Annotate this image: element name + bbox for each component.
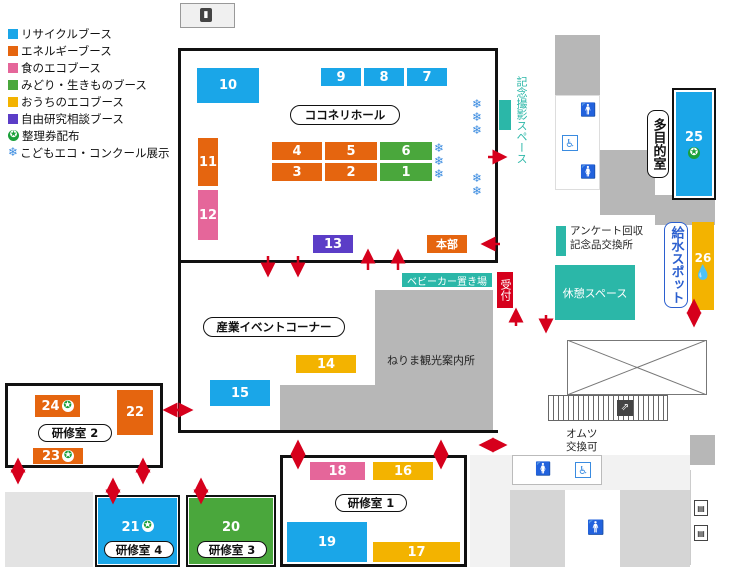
gray-block-center	[280, 385, 375, 430]
omutsu-label: オムツ 交換可	[566, 428, 598, 453]
water-drop-icon: 💧	[694, 265, 712, 281]
ticket-icon: ✪	[8, 130, 19, 141]
gray-block-right	[600, 150, 655, 215]
ticket-icon: ✪	[688, 146, 700, 159]
honbu[interactable]: 本部	[427, 235, 467, 253]
event-label: 産業イベントコーナー	[203, 317, 345, 337]
booth-9[interactable]: 9	[321, 68, 361, 86]
kenshu2-room	[5, 383, 163, 468]
booth-8[interactable]: 8	[364, 68, 404, 86]
booth-11[interactable]: 11	[198, 138, 218, 186]
gray-block-far-right	[690, 435, 715, 465]
elevator-icon-1: ▤	[694, 500, 708, 516]
legend-item-research: 自由研究相談ブース	[8, 110, 183, 127]
booth-19[interactable]: 19	[287, 522, 367, 562]
right-wall-panel	[690, 470, 720, 565]
accessible-toilet-icon-mid: ♿	[575, 462, 591, 478]
booth-2[interactable]: 2	[325, 163, 377, 181]
booth-17[interactable]: 17	[373, 542, 460, 562]
survey-bar	[556, 226, 566, 256]
booth-4[interactable]: 4	[272, 142, 322, 160]
kyukei[interactable]: 休憩スペース	[555, 265, 635, 320]
accessible-toilet-icon: ♿	[562, 135, 578, 151]
baby-car-area: ベビーカー置き場	[402, 273, 492, 288]
gray-block-left-bottom	[5, 492, 93, 567]
elevator-icon-2: ▤	[694, 525, 708, 541]
kenshu4-room	[95, 495, 180, 567]
booth-18[interactable]: 18	[310, 462, 365, 480]
booth-16[interactable]: 16	[373, 462, 433, 480]
snowflake-icon: ❄❄❄	[472, 97, 483, 137]
kinen-label: 記念撮影スペース	[515, 76, 528, 164]
booth-6[interactable]: 6	[380, 142, 432, 160]
booth-3[interactable]: 3	[272, 163, 322, 181]
booth-10[interactable]: 10	[197, 68, 259, 103]
legend-item-green: みどり・生きものブース	[8, 76, 183, 93]
booth-12[interactable]: 12	[198, 190, 218, 240]
booth-14[interactable]: 14	[296, 355, 356, 373]
toilet-box-mid	[512, 455, 602, 485]
kyusui-label[interactable]: 給水スポット	[664, 222, 688, 308]
survey-label: アンケート回収 記念品交換所	[570, 225, 644, 251]
uketsuke[interactable]: 受付	[497, 272, 513, 308]
legend-item-contest: ❄こどもエコ・コンクール展示	[8, 145, 170, 160]
ticket-icon: ✪	[141, 520, 154, 532]
kenshu4-label: 研修室 4	[104, 541, 174, 558]
snowflake-icon: ❄❄❄	[434, 141, 445, 181]
hall-label: ココネリホール	[290, 105, 400, 125]
booth-26[interactable]: 26💧	[692, 222, 714, 310]
gray-block-right-top	[555, 35, 600, 95]
gray-block-right-bottom	[655, 195, 715, 225]
booth-23[interactable]: 23✪	[33, 448, 83, 464]
kenshu3-label: 研修室 3	[197, 541, 267, 558]
booth-1[interactable]: 1	[380, 163, 432, 181]
legend-item-ticket: ✪整理券配布	[8, 128, 80, 143]
kenshu1-label: 研修室 1	[335, 494, 407, 512]
kinen-bar	[499, 100, 511, 130]
booth-25[interactable]: 25✪	[676, 92, 712, 196]
mens-toilet-icon-bottom: 🚹	[587, 520, 605, 536]
mens-toilet-icon: 🚹	[580, 103, 597, 118]
booth-13[interactable]: 13	[313, 235, 353, 253]
tamokuteki-label: 多目的室	[647, 110, 669, 178]
booth-24[interactable]: 24✪	[35, 395, 80, 417]
snowflake-icon: ❄	[8, 145, 19, 159]
booth-15[interactable]: 15	[210, 380, 270, 406]
nerima-block	[375, 290, 493, 430]
kenshu1-room	[280, 455, 467, 567]
legend: リサイクルブース エネルギーブース 食のエコブース みどり・生きものブース おう…	[8, 25, 183, 161]
ticket-icon: ✪	[62, 450, 75, 462]
escalator	[548, 395, 668, 421]
nerima-label: ねりま観光案内所	[387, 354, 475, 367]
womens-toilet-icon: 🚺	[580, 165, 597, 180]
legend-item-recycle: リサイクルブース	[8, 25, 183, 42]
kenshu3-room	[186, 495, 276, 567]
event-area	[178, 263, 498, 433]
atrium-cross	[567, 340, 707, 395]
womens-toilet-icon-mid: 🚺	[535, 462, 552, 477]
booth-5[interactable]: 5	[325, 142, 377, 160]
booth-7[interactable]: 7	[407, 68, 447, 86]
legend-item-food: 食のエコブース	[8, 59, 183, 76]
booth-22[interactable]: 22	[117, 390, 153, 435]
ticket-icon: ✪	[61, 400, 74, 412]
legend-item-energy: エネルギーブース	[8, 42, 183, 59]
snowflake-icon: ❄❄	[472, 171, 483, 198]
toilet-box-bottom	[565, 490, 620, 567]
elevator-icon: ▮	[200, 8, 212, 22]
legend-item-home: おうちのエコブース	[8, 93, 183, 110]
kenshu2-label: 研修室 2	[38, 424, 112, 442]
escalator-icon: ⇗	[617, 400, 633, 416]
